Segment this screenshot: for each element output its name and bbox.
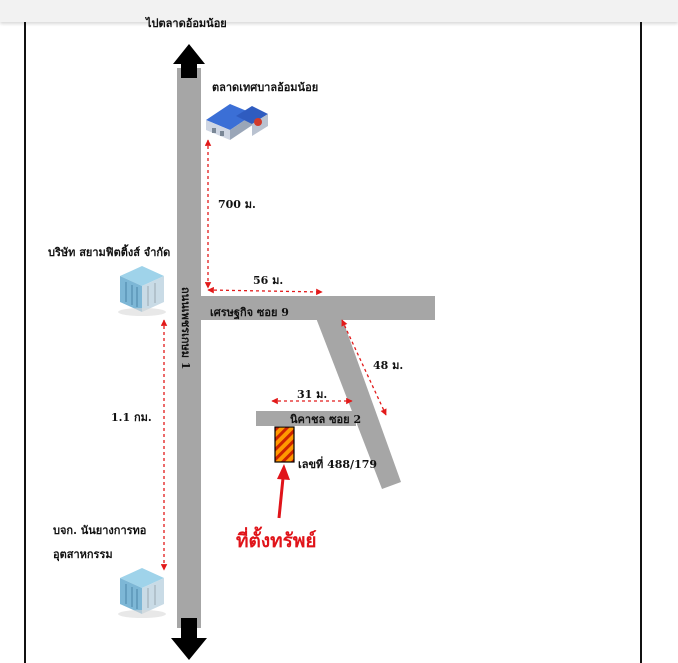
office-building-icon — [118, 568, 166, 618]
page-top-bar — [0, 0, 678, 22]
company1-label: บริษัท สยามฟิตติ้งส์ จำกัด — [48, 246, 171, 259]
arrow-up-icon — [173, 44, 205, 78]
distance-700-label: 700 ม. — [218, 198, 256, 211]
top-destination-label: ไปตลาดอ้อมน้อย — [146, 17, 227, 30]
distance-1-1km-label: 1.1 กม. — [111, 411, 152, 424]
distance-56-label: 56 ม. — [253, 274, 284, 287]
arrow-down-icon — [171, 618, 207, 660]
measure-56 — [207, 286, 323, 296]
office-building-icon — [118, 266, 166, 316]
company2-label-line2: อุตสาหกรรม — [53, 548, 113, 561]
main-road-label: ถนนเพชรเกษม 1 — [179, 287, 192, 370]
frame-left-border — [24, 22, 26, 663]
company2-label-line1: บจก. นันยางการทอ — [53, 524, 147, 537]
property-location-label: ที่ตั้งทรัพย์ — [236, 530, 317, 552]
main-road — [177, 68, 201, 628]
distance-48-label: 48 ม. — [373, 359, 404, 372]
road-soi9 — [198, 296, 435, 320]
market-label: ตลาดเทศบาลอ้อมน้อย — [212, 81, 319, 94]
road-soi2-label: นิคาชล ซอย 2 — [290, 413, 362, 426]
plot-number-label: เลขที่ 488/179 — [298, 458, 378, 471]
market-building-icon — [206, 104, 268, 140]
property-pointer-arrow — [277, 464, 290, 519]
property-plot — [274, 426, 295, 463]
distance-31-label: 31 ม. — [297, 388, 328, 401]
frame-right-border — [640, 22, 642, 663]
road-soi2 — [256, 411, 356, 426]
road-soi9-label: เศรษฐกิจ ซอย 9 — [210, 306, 289, 319]
